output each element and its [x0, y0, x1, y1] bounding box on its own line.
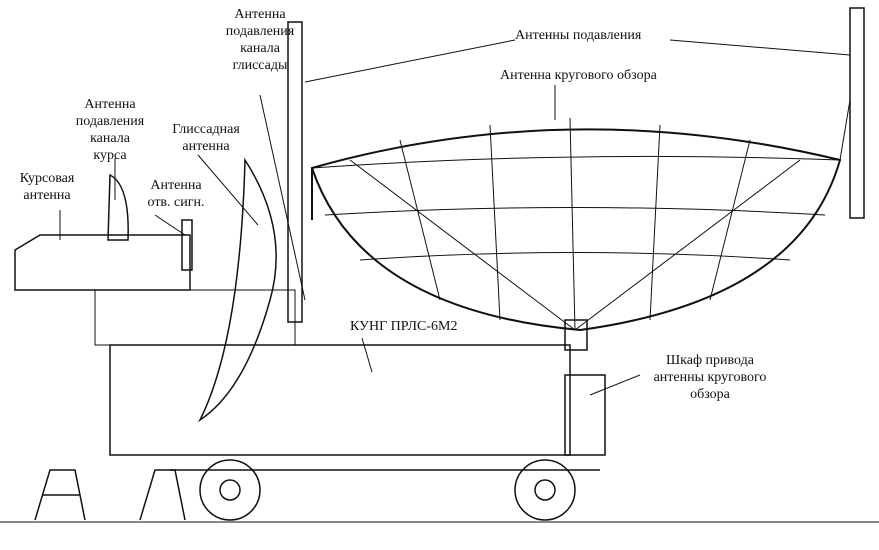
- wheel-rear: [514, 459, 576, 521]
- label-line: Шкаф привода: [666, 353, 754, 368]
- leader-lines: [59, 39, 851, 396]
- suppression-antenna-right: [849, 7, 865, 219]
- course-suppression-shape: [107, 173, 129, 241]
- label-line: Антенна: [234, 7, 286, 22]
- label-line: антенны кругового: [653, 370, 767, 385]
- label-line: обзора: [690, 387, 730, 402]
- label-line: подавления: [225, 24, 295, 39]
- label-line: глиссады: [232, 58, 288, 73]
- label-line: курса: [93, 148, 127, 163]
- label-line: антенна: [182, 139, 230, 154]
- label-line: антенна: [23, 188, 71, 203]
- label-line: Антенна: [84, 97, 136, 112]
- label-line: отв. сигн.: [147, 195, 205, 210]
- label-course-suppression-antenna: Антенна подавления канала курса: [70, 96, 150, 164]
- kung-body: [109, 344, 571, 456]
- drive-cabinet-shape: [564, 374, 606, 456]
- label-surveillance-antenna: Антенна кругового обзора: [500, 68, 657, 83]
- label-response-antenna: Антенна отв. сигн.: [144, 177, 208, 211]
- label-glide-antenna: Глиссадная антенна: [168, 121, 244, 155]
- jack-stand: [139, 469, 186, 521]
- surveillance-antenna-reflector: [310, 99, 851, 351]
- wheel-front: [199, 459, 261, 521]
- label-glide-suppression-antenna: Антенна подавления канала глиссады: [222, 6, 298, 74]
- label-line: Курсовая: [19, 171, 75, 186]
- glide-antenna-shape: [198, 157, 277, 423]
- label-line: Глиссадная: [172, 122, 240, 137]
- label-suppression-antennas: Антенны подавления: [515, 28, 642, 43]
- label-line: канала: [240, 41, 280, 56]
- label-drive-cabinet: Шкаф привода антенны кругового обзора: [640, 352, 780, 403]
- label-line: Антенна: [150, 178, 202, 193]
- label-course-antenna: Курсовая антенна: [12, 170, 82, 204]
- response-antenna-shape: [181, 219, 193, 271]
- jack-stand: [34, 469, 86, 521]
- course-antenna-shape: [14, 234, 191, 291]
- label-kung: КУНГ ПРЛС-6М2: [350, 319, 458, 334]
- label-line: канала: [90, 131, 130, 146]
- label-line: подавления: [75, 114, 145, 129]
